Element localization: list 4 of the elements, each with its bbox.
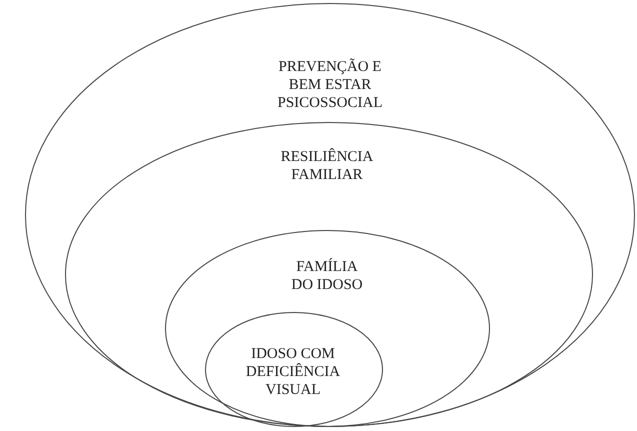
ellipse-label: FAMÍLIA DO IDOSO [290, 258, 364, 294]
ellipse-label: RESILIÊNCIA FAMILIAR [280, 148, 374, 184]
ellipse-label: IDOSO COM DEFICIÊNCIA VISUAL [244, 345, 342, 399]
ellipse-label: PREVENÇÃO E BEM ESTAR PSICOSSOCIAL [276, 58, 384, 112]
